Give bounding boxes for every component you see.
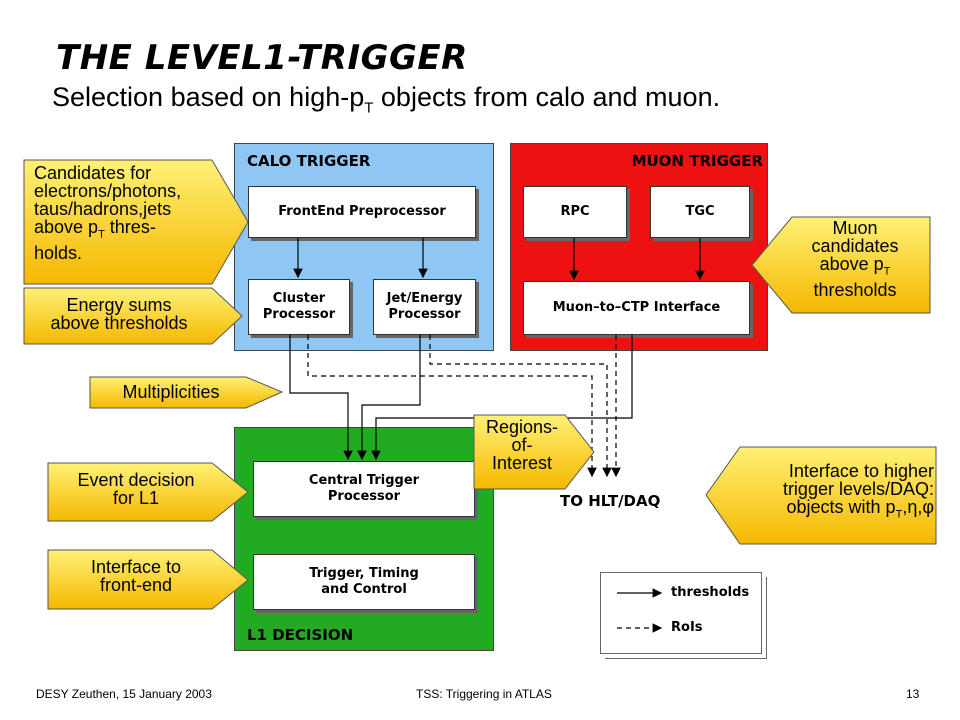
callout-roi-text: Regions- of- Interest [485, 417, 559, 473]
callout-multiplicities-text: Multiplicities [122, 382, 220, 402]
callout-muon-text: Muon candidates above p [811, 218, 899, 274]
rpc-box: RPC [523, 186, 627, 238]
callout-candidates-text: Candidates for electrons/photons, taus/h… [34, 163, 182, 237]
callout-hlt-post: ,η,φ [902, 497, 934, 517]
cluster-processor-box: Cluster Processor [248, 279, 350, 335]
legend-thresholds-label: thresholds [671, 585, 750, 600]
subtitle: Selection based on high-pT objects from … [52, 82, 720, 116]
legend-lines [617, 588, 663, 633]
callout-hlt: Interface to higher trigger levels/DAQ: … [728, 462, 934, 524]
legend-rois-label: RoIs [671, 620, 703, 635]
subtitle-sub: T [364, 99, 374, 117]
callout-event: Event decision for L1 [48, 471, 224, 507]
callout-frontend-text: Interface to front-end [90, 557, 182, 595]
hlt-daq-label: TO HLT/DAQ [560, 492, 661, 510]
callout-energy-text: Energy sums above thresholds [50, 295, 188, 333]
tgc-box: TGC [650, 186, 750, 238]
callout-muon: Muon candidates above pT thresholds [782, 218, 928, 300]
callout-hlt-sub: T [895, 508, 903, 521]
legend: thresholds RoIs [600, 572, 762, 654]
callout-multiplicities: Multiplicities [96, 383, 246, 401]
callout-roi: Regions- of- Interest [474, 418, 570, 472]
central-trigger-processor-box: Central Trigger Processor [253, 461, 475, 517]
callout-event-text: Event decision for L1 [77, 470, 195, 508]
callout-frontend: Interface to front-end [48, 558, 224, 594]
page-title: THE LEVEL1-TRIGGER [56, 38, 468, 78]
footer-center: TSS: Triggering in ATLAS [416, 687, 552, 701]
ttc-box: Trigger, Timing and Control [253, 554, 475, 610]
callout-candidates-post: thres- holds. [34, 217, 156, 263]
callout-energy: Energy sums above thresholds [24, 296, 214, 332]
muon-ctp-interface-box: Muon–to–CTP Interface [523, 281, 750, 335]
muon-trigger-title: MUON TRIGGER [631, 152, 763, 170]
callout-candidates: Candidates for electrons/photons, taus/h… [34, 164, 224, 262]
calo-trigger-title: CALO TRIGGER [247, 152, 371, 170]
callout-muon-sub: T [883, 265, 891, 278]
l1-decision-title: L1 DECISION [247, 626, 354, 644]
callout-muon-post: thresholds [813, 279, 897, 300]
jet-energy-processor-box: Jet/Energy Processor [373, 279, 476, 335]
subtitle-text: Selection based on high-p [52, 82, 365, 112]
callout-candidates-sub: T [98, 228, 105, 241]
callout-hlt-text: Interface to higher trigger levels/DAQ: … [782, 461, 934, 517]
frontend-preprocessor-box: FrontEnd Preprocessor [248, 186, 476, 238]
subtitle-rest: objects from calo and muon. [373, 82, 721, 112]
footer-left: DESY Zeuthen, 15 January 2003 [36, 687, 212, 701]
footer-page-number: 13 [906, 687, 920, 701]
